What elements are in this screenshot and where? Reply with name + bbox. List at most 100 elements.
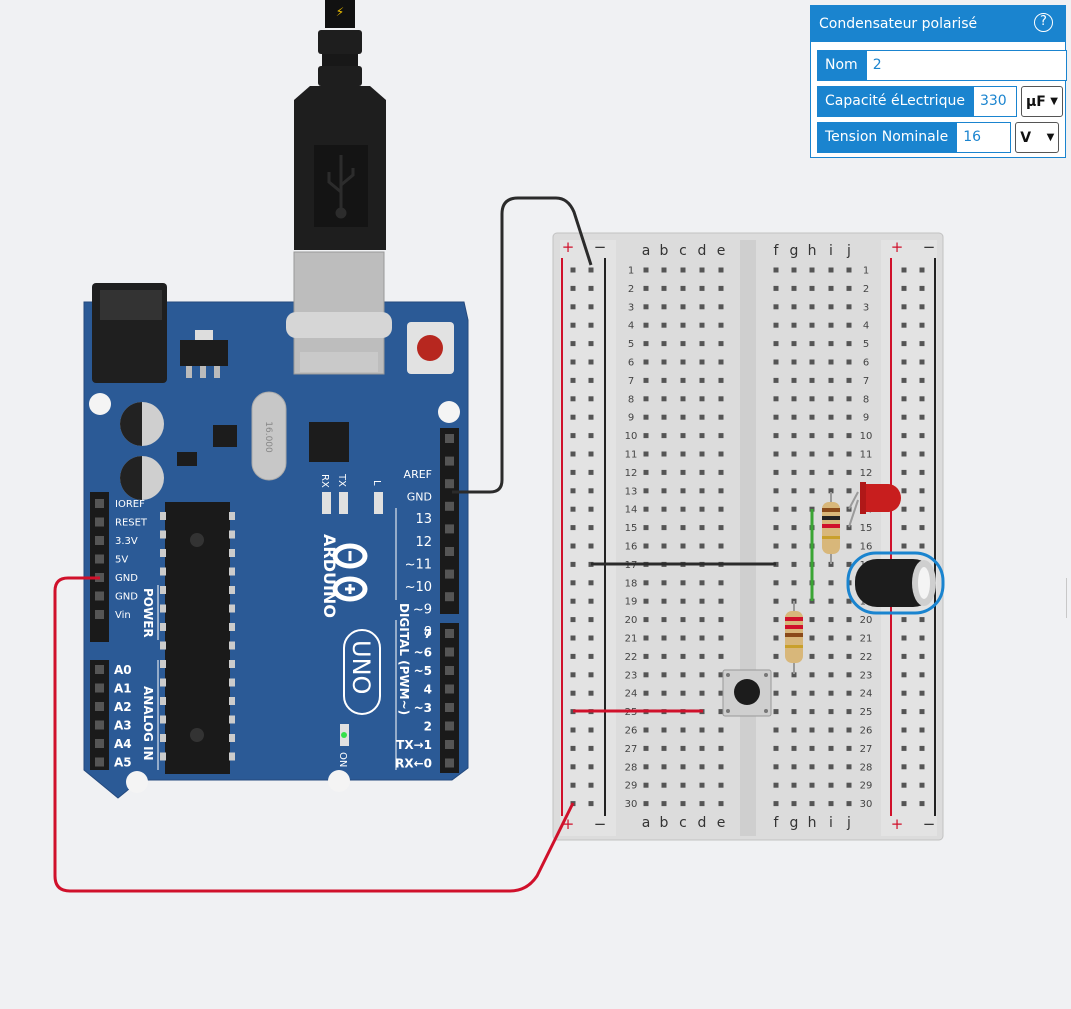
breadboard-hole[interactable] [809, 745, 815, 751]
rail-hole[interactable] [588, 745, 594, 751]
breadboard-hole[interactable] [680, 359, 686, 365]
breadboard-hole[interactable] [828, 635, 834, 641]
breadboard-hole[interactable] [699, 525, 705, 531]
breadboard-hole[interactable] [680, 341, 686, 347]
breadboard-hole[interactable] [828, 322, 834, 328]
header-pin[interactable] [445, 666, 454, 675]
rail-hole[interactable] [588, 801, 594, 807]
breadboard-hole[interactable] [680, 617, 686, 623]
breadboard-hole[interactable] [791, 451, 797, 457]
breadboard-hole[interactable] [718, 543, 724, 549]
breadboard-hole[interactable] [773, 285, 779, 291]
breadboard-hole[interactable] [809, 709, 815, 715]
breadboard-hole[interactable] [643, 267, 649, 273]
pushbutton[interactable] [722, 669, 772, 717]
breadboard-hole[interactable] [661, 488, 667, 494]
breadboard-hole[interactable] [846, 764, 852, 770]
rail-hole[interactable] [901, 414, 907, 420]
breadboard-hole[interactable] [718, 745, 724, 751]
breadboard-hole[interactable] [809, 801, 815, 807]
breadboard-hole[interactable] [846, 543, 852, 549]
breadboard-hole[interactable] [791, 580, 797, 586]
breadboard-hole[interactable] [846, 727, 852, 733]
breadboard-hole[interactable] [718, 304, 724, 310]
rail-hole[interactable] [588, 782, 594, 788]
breadboard-hole[interactable] [773, 727, 779, 733]
breadboard-hole[interactable] [718, 506, 724, 512]
rail-hole[interactable] [901, 377, 907, 383]
breadboard-hole[interactable] [828, 488, 834, 494]
breadboard-hole[interactable] [791, 525, 797, 531]
breadboard-hole[interactable] [718, 801, 724, 807]
breadboard-hole[interactable] [661, 506, 667, 512]
breadboard-hole[interactable] [699, 580, 705, 586]
rail-hole[interactable] [919, 653, 925, 659]
breadboard-hole[interactable] [846, 525, 852, 531]
breadboard-hole[interactable] [718, 782, 724, 788]
rail-hole[interactable] [901, 267, 907, 273]
rail-hole[interactable] [588, 414, 594, 420]
rail-hole[interactable] [588, 433, 594, 439]
rail-hole[interactable] [588, 341, 594, 347]
rail-hole[interactable] [919, 488, 925, 494]
rail-hole[interactable] [588, 488, 594, 494]
rail-hole[interactable] [919, 782, 925, 788]
rail-hole[interactable] [919, 709, 925, 715]
breadboard-hole[interactable] [828, 617, 834, 623]
breadboard-hole[interactable] [699, 359, 705, 365]
rail-hole[interactable] [919, 341, 925, 347]
breadboard-hole[interactable] [643, 322, 649, 328]
breadboard-hole[interactable] [846, 267, 852, 273]
breadboard-hole[interactable] [643, 488, 649, 494]
rail-hole[interactable] [570, 506, 576, 512]
breadboard-hole[interactable] [643, 653, 649, 659]
breadboard-hole[interactable] [846, 782, 852, 788]
rail-hole[interactable] [919, 377, 925, 383]
header-pin[interactable] [95, 720, 104, 730]
breadboard-hole[interactable] [809, 635, 815, 641]
breadboard-hole[interactable] [643, 801, 649, 807]
header-pin[interactable] [445, 703, 454, 712]
breadboard-hole[interactable] [773, 304, 779, 310]
breadboard-hole[interactable] [661, 451, 667, 457]
breadboard-hole[interactable] [718, 525, 724, 531]
breadboard-hole[interactable] [791, 690, 797, 696]
rail-hole[interactable] [570, 543, 576, 549]
breadboard-hole[interactable] [809, 672, 815, 678]
breadboard-hole[interactable] [680, 414, 686, 420]
breadboard-hole[interactable] [773, 525, 779, 531]
breadboard-hole[interactable] [718, 635, 724, 641]
breadboard-hole[interactable] [773, 341, 779, 347]
breadboard-hole[interactable] [791, 488, 797, 494]
breadboard-hole[interactable] [643, 377, 649, 383]
breadboard-hole[interactable] [661, 764, 667, 770]
breadboard-hole[interactable] [699, 488, 705, 494]
breadboard-hole[interactable] [680, 525, 686, 531]
rail-hole[interactable] [901, 451, 907, 457]
breadboard-hole[interactable] [846, 414, 852, 420]
breadboard-hole[interactable] [661, 322, 667, 328]
breadboard-hole[interactable] [680, 635, 686, 641]
breadboard-hole[interactable] [680, 377, 686, 383]
rail-hole[interactable] [570, 764, 576, 770]
rail-hole[interactable] [901, 525, 907, 531]
breadboard-hole[interactable] [680, 488, 686, 494]
breadboard-hole[interactable] [773, 451, 779, 457]
rail-hole[interactable] [570, 653, 576, 659]
breadboard-hole[interactable] [846, 506, 852, 512]
header-pin[interactable] [95, 683, 104, 693]
rail-hole[interactable] [588, 727, 594, 733]
breadboard-hole[interactable] [718, 653, 724, 659]
breadboard-hole[interactable] [661, 341, 667, 347]
rail-hole[interactable] [570, 304, 576, 310]
rail-hole[interactable] [919, 469, 925, 475]
rail-hole[interactable] [919, 764, 925, 770]
breadboard-hole[interactable] [718, 322, 724, 328]
breadboard-hole[interactable] [643, 451, 649, 457]
breadboard-hole[interactable] [828, 396, 834, 402]
breadboard-hole[interactable] [828, 469, 834, 475]
breadboard-hole[interactable] [699, 672, 705, 678]
breadboard-hole[interactable] [791, 322, 797, 328]
